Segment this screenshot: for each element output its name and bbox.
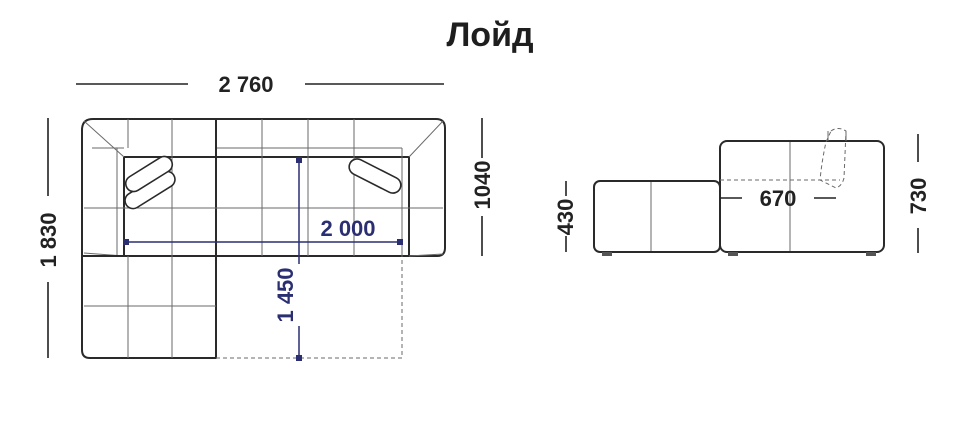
ottoman-side-outline xyxy=(593,180,721,256)
chaise-depth-label: 1 450 xyxy=(273,267,298,322)
seat-depth-dimension: 670 xyxy=(720,186,836,211)
seat-width-label: 2 000 xyxy=(320,216,375,241)
pillow-right xyxy=(348,158,402,194)
overall-depth-dimension: 1 830 xyxy=(36,118,61,358)
back-height-dimension: 730 xyxy=(906,134,931,253)
overall-width-label: 2 760 xyxy=(218,72,273,97)
overall-width-dimension: 2 760 xyxy=(76,72,444,97)
sofa-top-outline xyxy=(81,118,446,359)
side-view: 430 730 xyxy=(553,128,931,256)
product-title: Лойд xyxy=(446,16,533,54)
sofa-side-outline xyxy=(719,128,885,256)
seat-height-dimension: 430 xyxy=(553,181,578,252)
overall-depth-label: 1 830 xyxy=(36,212,61,267)
seat-height-label: 430 xyxy=(553,199,578,236)
main-depth-dimension: 1040 xyxy=(470,118,495,256)
chaise-depth-dimension: 1 450 xyxy=(273,157,310,361)
back-height-label: 730 xyxy=(906,178,931,215)
pillow-left xyxy=(124,155,176,210)
main-depth-label: 1040 xyxy=(470,161,495,210)
top-view: 2 760 1 830 1040 xyxy=(36,72,495,361)
seat-depth-label: 670 xyxy=(760,186,797,211)
seat-width-dimension: 2 000 xyxy=(123,216,403,245)
